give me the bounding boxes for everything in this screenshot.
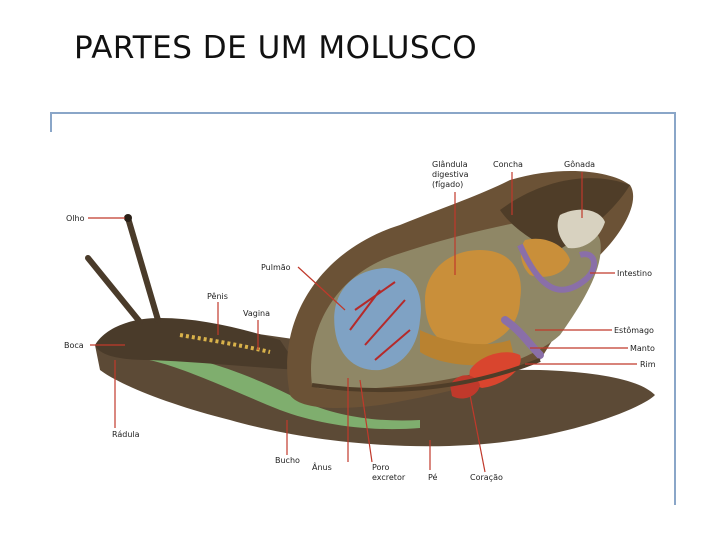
stomach <box>501 316 544 359</box>
label-glandula-2: digestiva <box>432 170 469 179</box>
lung-veins <box>349 281 411 361</box>
tentacle-long <box>125 215 161 323</box>
labels: Olho Boca Rádula Pênis Vagina Pulmão Glâ… <box>64 159 656 482</box>
label-glandula-1: Glândula <box>432 160 468 169</box>
gonad <box>557 209 605 249</box>
label-poro-2: excretor <box>372 473 406 482</box>
label-concha: Concha <box>493 160 523 169</box>
digestive-gland <box>425 250 521 349</box>
label-olho: Olho <box>66 214 85 223</box>
frame-top-border <box>50 112 676 114</box>
slide-title: PARTES DE UM MOLUSCO <box>74 30 478 66</box>
frame-left-border <box>50 112 52 132</box>
label-glandula-3: (fígado) <box>432 180 463 189</box>
foot-gland <box>140 350 420 430</box>
lung <box>334 268 421 371</box>
label-estomago: Estômago <box>614 325 654 335</box>
label-coracao: Coração <box>470 473 503 482</box>
label-anus: Ânus <box>312 461 332 472</box>
label-pe: Pé <box>428 472 438 482</box>
label-penis: Pênis <box>207 291 228 301</box>
label-rim: Rim <box>640 360 656 369</box>
eye <box>124 214 132 222</box>
label-vagina: Vagina <box>243 309 270 318</box>
tentacle-short <box>85 255 143 325</box>
label-intestino: Intestino <box>617 269 652 278</box>
snail-head <box>95 318 300 370</box>
label-radula: Rádula <box>112 430 140 439</box>
intestine <box>517 243 597 293</box>
label-manto: Manto <box>630 344 655 353</box>
frame-right-border <box>674 112 676 505</box>
mantle-edge <box>311 358 541 393</box>
label-boca: Boca <box>64 341 84 350</box>
label-poro-1: Poro <box>372 463 390 472</box>
label-gonada: Gônada <box>564 159 595 169</box>
label-bucho: Bucho <box>275 456 300 465</box>
leader-lines <box>88 172 637 473</box>
label-pulmao: Pulmão <box>261 263 291 272</box>
